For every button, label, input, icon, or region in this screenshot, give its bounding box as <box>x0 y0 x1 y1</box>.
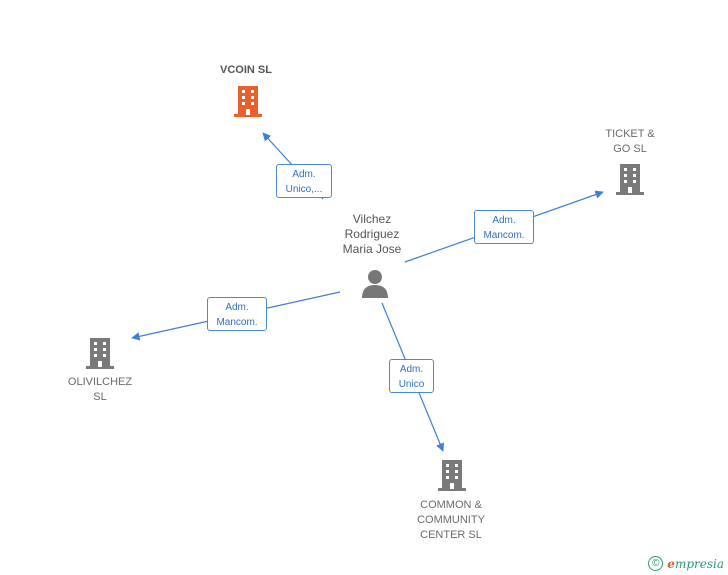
node-ticket-label[interactable]: TICKET & GO SL <box>605 128 655 155</box>
brand-logo: empresia <box>667 556 724 571</box>
center-person-label[interactable]: Vilchez Rodriguez Maria Jose <box>342 212 402 256</box>
edge-label-olivilchez[interactable]: Adm. Mancom. <box>207 297 267 331</box>
edge-label-ticket[interactable]: Adm. Mancom. <box>474 210 534 244</box>
building-icon-olivilchez[interactable] <box>84 336 116 370</box>
footer-brand[interactable]: © empresia <box>648 556 724 571</box>
building-icon-vcoin[interactable] <box>232 84 264 118</box>
node-olivilchez-label[interactable]: OLIVILCHEZ SL <box>67 376 133 403</box>
building-icon-ticket[interactable] <box>614 162 646 196</box>
copyright-icon: © <box>648 556 664 571</box>
person-icon[interactable] <box>360 268 390 298</box>
node-common-label[interactable]: COMMON & COMMUNITY CENTER SL <box>417 499 485 541</box>
edge-label-common[interactable]: Adm. Unico <box>389 359 434 393</box>
building-icon-common[interactable] <box>436 458 468 492</box>
edge-label-vcoin[interactable]: Adm. Unico,... <box>276 164 332 198</box>
node-vcoin-label[interactable]: VCOIN SL <box>220 64 272 76</box>
